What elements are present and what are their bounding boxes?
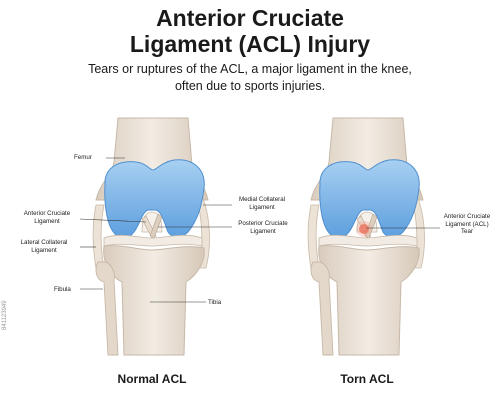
label-fibula: Fibula xyxy=(54,286,71,293)
normal-knee xyxy=(79,117,232,356)
normal-tibia-bone xyxy=(103,245,205,356)
title-line-1: Anterior Cruciate xyxy=(156,5,344,31)
tear-glow xyxy=(356,221,372,237)
label-mcl-line-1: Medial Collateral xyxy=(238,196,286,203)
normal-meniscus xyxy=(103,234,203,247)
title-line-2: Ligament (ACL) Injury xyxy=(129,31,371,57)
label-torn-acl-line-1: Anterior Cruciate xyxy=(443,213,491,220)
label-torn-acl: Anterior Cruciate Ligament (ACL) Tear xyxy=(436,213,498,236)
leader-acl xyxy=(79,218,147,223)
label-torn-acl-line-3: Tear xyxy=(460,228,474,235)
label-acl-line-1: Anterior Cruciate xyxy=(23,210,71,217)
torn-tibia-bone xyxy=(318,245,420,356)
label-pcl-line-2: Ligament xyxy=(250,227,276,235)
label-lcl-line-1: Lateral Collateral xyxy=(20,239,68,246)
label-acl-line-2: Ligament xyxy=(34,217,60,225)
label-mcl-line-2: Ligament xyxy=(249,203,275,211)
torn-fibula-bone xyxy=(310,261,334,356)
normal-lcl xyxy=(92,204,105,269)
subtitle-line-2: often due to sports injuries. xyxy=(174,79,326,93)
torn-knee xyxy=(307,117,440,356)
label-torn-acl-line-2: Ligament (ACL) xyxy=(445,220,489,228)
watermark-id: 841123949 xyxy=(2,300,8,330)
label-lcl: Lateral Collateral Ligament xyxy=(8,239,80,254)
label-pcl-line-1: Posterior Cruciate xyxy=(238,220,288,227)
tear-highlight xyxy=(359,224,369,234)
label-lcl-line-2: Ligament xyxy=(31,246,57,254)
label-tibia: Tibia xyxy=(208,299,222,306)
label-femur: Femur xyxy=(74,154,92,161)
label-pcl: Posterior Cruciate Ligament xyxy=(228,220,298,235)
label-mcl: Medial Collateral Ligament xyxy=(228,196,296,211)
normal-fibula-bone xyxy=(95,261,119,356)
torn-lcl xyxy=(307,204,320,269)
caption-torn-acl: Torn ACL xyxy=(340,372,394,386)
subtitle-line-1: Tears or ruptures of the ACL, a major li… xyxy=(88,62,412,76)
torn-meniscus xyxy=(318,234,418,247)
caption-normal-acl: Normal ACL xyxy=(117,372,187,386)
label-acl: Anterior Cruciate Ligament xyxy=(12,210,82,225)
